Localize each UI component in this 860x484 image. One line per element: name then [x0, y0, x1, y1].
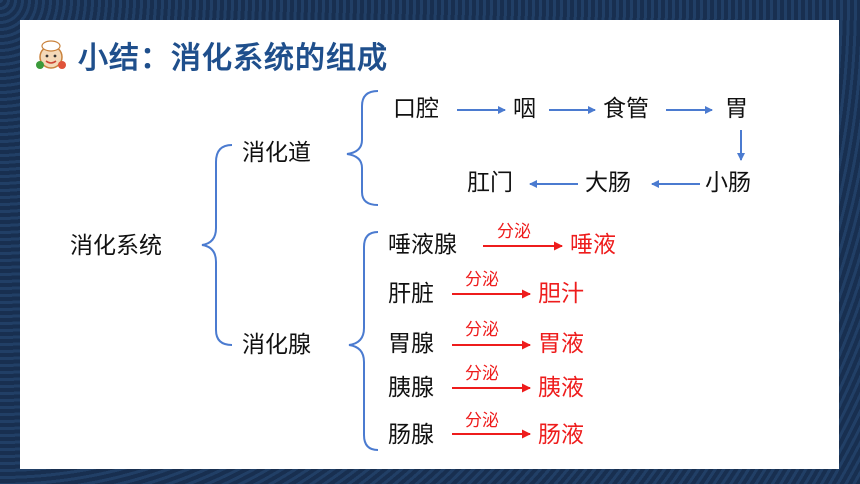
gland-name: 胃腺: [388, 331, 434, 357]
glands-label: 消化腺: [242, 332, 311, 358]
secrete-label: 分泌: [497, 222, 531, 242]
gland-product: 胃液: [538, 331, 584, 357]
gland-name: 肝脏: [388, 281, 434, 307]
slide-canvas: [20, 20, 839, 469]
gland-product: 胰液: [538, 375, 584, 401]
secrete-label: 分泌: [465, 364, 499, 384]
organ-mouth: 口腔: [393, 96, 439, 122]
secrete-label: 分泌: [465, 320, 499, 340]
organ-esophagus: 食管: [603, 96, 649, 122]
organ-stomach: 胃: [725, 96, 748, 122]
page-title: 小结：消化系统的组成: [78, 41, 388, 76]
root-brace: [201, 144, 233, 346]
tract-label: 消化道: [242, 140, 311, 166]
gland-name: 肠腺: [388, 422, 434, 448]
gland-name: 胰腺: [388, 375, 434, 401]
organ-anus: 肛门: [467, 170, 513, 196]
gland-product: 肠液: [538, 422, 584, 448]
gland-product: 唾液: [570, 232, 616, 258]
secrete-label: 分泌: [465, 411, 499, 431]
organ-small-intestine: 小肠: [705, 170, 751, 196]
organ-large-intestine: 大肠: [585, 170, 631, 196]
tract-brace: [346, 90, 379, 206]
gland-product: 胆汁: [538, 281, 584, 307]
gland-name: 唾液腺: [388, 232, 457, 258]
root-node: 消化系统: [70, 233, 162, 259]
gland-brace: [348, 231, 379, 451]
secrete-label: 分泌: [465, 270, 499, 290]
chef-mascot-icon: [36, 40, 66, 69]
organ-pharynx: 咽: [513, 96, 536, 122]
